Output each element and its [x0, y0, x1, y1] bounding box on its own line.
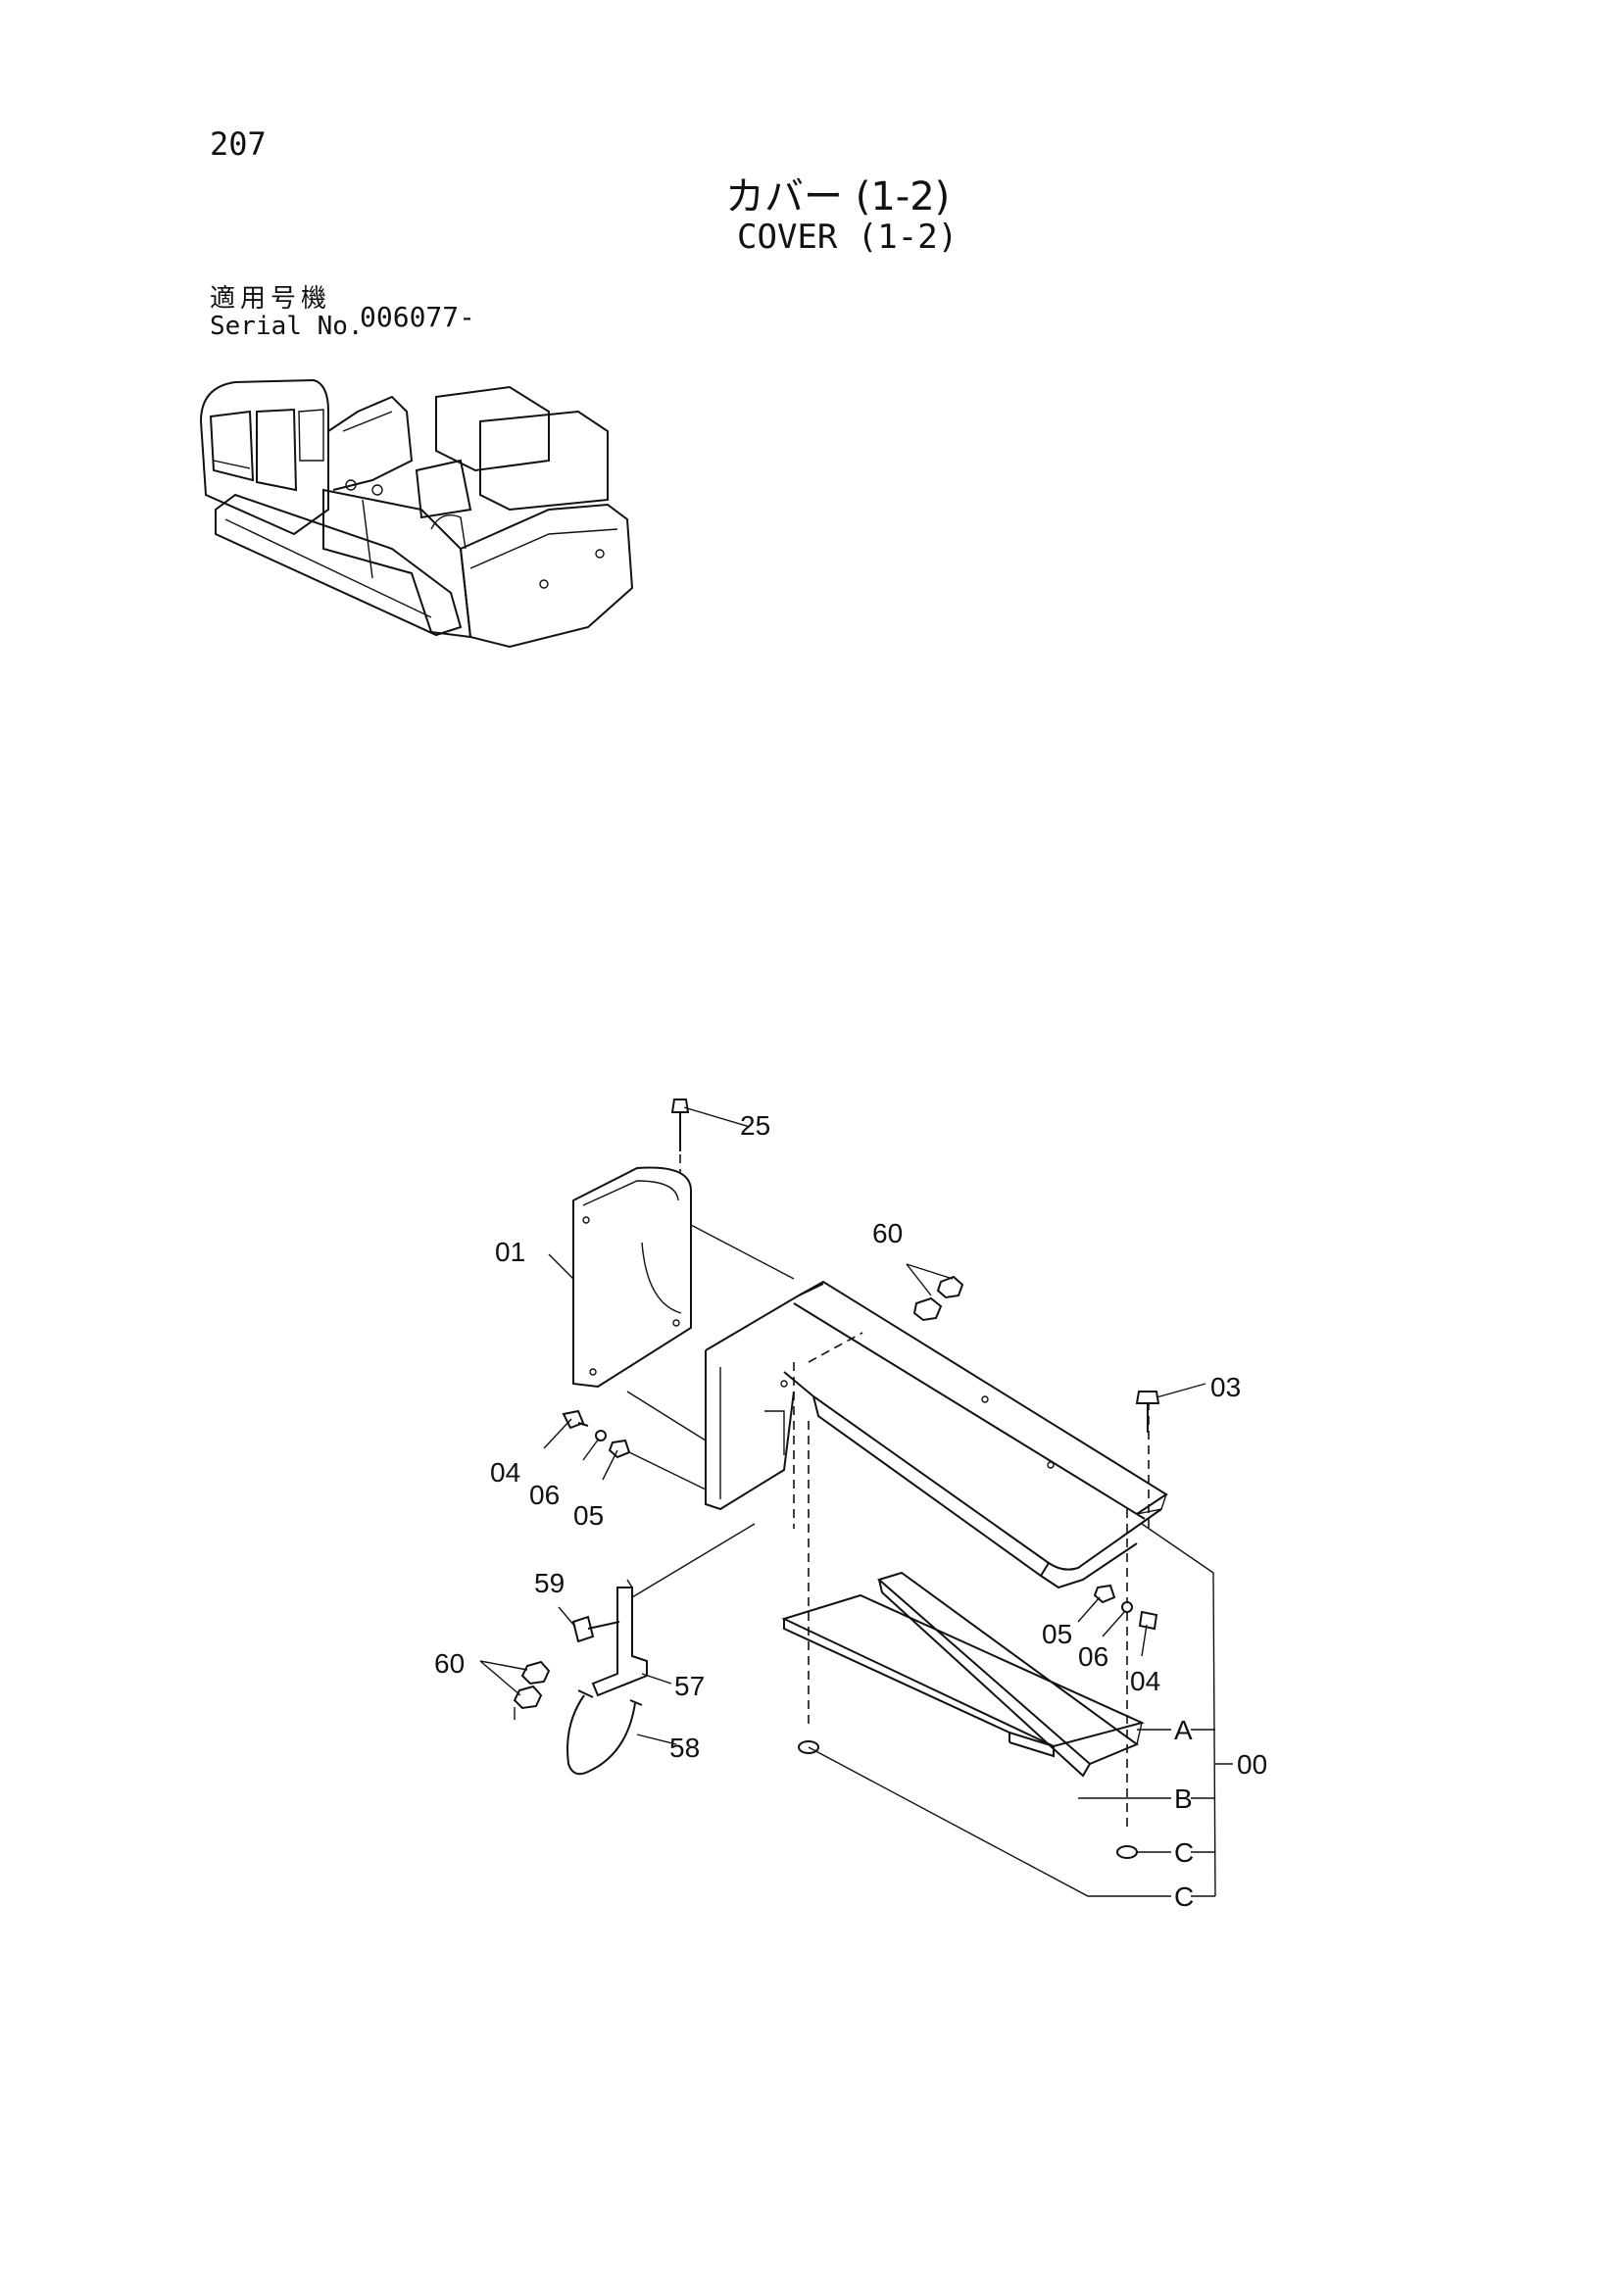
callout-60-left: 60: [434, 1648, 465, 1679]
part-59-bolt: [571, 1615, 620, 1643]
callout-57: 57: [674, 1671, 705, 1701]
part-58-cable: [566, 1689, 643, 1776]
callout-59: 59: [534, 1568, 565, 1598]
callout-06-left: 06: [529, 1480, 560, 1510]
callout-04-right: 04: [1130, 1666, 1160, 1696]
machine-overview-illustration: [199, 378, 634, 649]
right-fasteners-05-06-04: [1093, 1584, 1158, 1631]
serial-number-value: 006077-: [360, 301, 476, 333]
part-03-bolt: [1135, 1391, 1160, 1433]
serial-label-english: Serial No.: [210, 312, 364, 341]
callout-05-right: 05: [1042, 1619, 1072, 1649]
callout-c-upper: C: [1174, 1837, 1194, 1868]
part-01-side-cover: [572, 1166, 795, 1389]
part-57-bracket: [591, 1579, 648, 1697]
callout-60-upper: 60: [872, 1218, 903, 1248]
page-number: 207: [210, 125, 267, 163]
callout-a: A: [1174, 1715, 1193, 1745]
part-60-nuts-upper: [912, 1275, 964, 1322]
title-english: COVER (1-2): [737, 218, 959, 257]
callout-58: 58: [669, 1733, 700, 1763]
callout-25: 25: [740, 1110, 770, 1141]
part-25-bolt: [670, 1099, 690, 1174]
callout-c-lower: C: [1174, 1881, 1194, 1912]
title-japanese: カバー (1-2): [725, 174, 951, 220]
grommets-c: [798, 1740, 1138, 1859]
callout-06-right: 06: [1078, 1641, 1108, 1672]
callout-03: 03: [1210, 1372, 1241, 1402]
serial-label-japanese: 適用号機: [210, 284, 332, 314]
floor-plate-a: [781, 1593, 1145, 1758]
callout-01: 01: [495, 1237, 525, 1267]
floor-plate-b: [876, 1571, 1143, 1778]
callout-b: B: [1174, 1783, 1193, 1814]
callout-04-left: 04: [490, 1457, 520, 1488]
callout-05-left: 05: [573, 1500, 604, 1531]
part-60-nuts-left: [513, 1660, 551, 1710]
callout-00: 00: [1237, 1749, 1267, 1780]
left-fasteners-04-06-05: [562, 1409, 707, 1490]
leader-lines: [479, 1106, 1233, 1897]
cover-bracket-assembly: [626, 1280, 1168, 1832]
